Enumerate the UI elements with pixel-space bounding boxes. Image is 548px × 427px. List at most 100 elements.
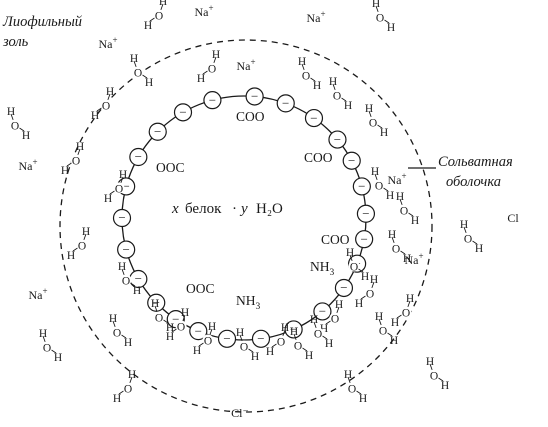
oxygen-atom: O <box>208 64 216 76</box>
hydrogen-atom: H <box>375 311 383 323</box>
sodium-ion: Na+ <box>194 3 213 19</box>
oxygen-bg <box>206 62 218 74</box>
hydrogen-atom: H <box>130 53 138 65</box>
shell-caption-line2: оболочка <box>446 174 501 190</box>
water-molecule: OHH <box>109 313 132 349</box>
oxygen-bg <box>275 335 287 347</box>
hydrogen-atom: H <box>325 338 333 350</box>
minus-sign: − <box>195 323 202 338</box>
water-molecule: OHH <box>329 76 352 112</box>
oxygen-atom: O <box>400 206 408 218</box>
oxygen-bg <box>462 232 474 244</box>
water-molecule: OHH <box>391 293 414 329</box>
hydrogen-atom: H <box>208 321 216 333</box>
oxygen-atom: O <box>43 343 51 355</box>
hydrogen-atom: H <box>370 274 378 286</box>
hydrogen-atom: H <box>236 327 244 339</box>
negative-charge-circle <box>313 302 332 321</box>
minus-sign: − <box>179 105 186 120</box>
oxygen-atom: O <box>240 342 248 354</box>
hydrogen-atom: H <box>310 314 318 326</box>
hydrogen-atom: H <box>359 393 367 405</box>
oxygen-atom: O <box>277 337 285 349</box>
group-coo-lower-right: COO <box>321 232 350 247</box>
minus-sign: − <box>358 179 365 194</box>
hydrogen-atom: H <box>266 346 274 358</box>
water-molecule: OHH <box>166 307 189 343</box>
sodium-ion: Na+ <box>28 286 47 302</box>
oxygen-atom: O <box>314 329 322 341</box>
oxygen-bg <box>331 89 343 101</box>
oxygen-bg <box>377 324 389 336</box>
water-molecule: OHH <box>113 369 136 405</box>
oxygen-atom: O <box>350 262 358 274</box>
negative-charge-circle <box>112 208 132 228</box>
oxygen-atom: O <box>11 121 19 133</box>
water-molecule: OHH <box>290 326 313 362</box>
water-molecule: OHH <box>236 327 259 363</box>
oxygen-atom: O <box>369 118 377 130</box>
hydrogen-atom: H <box>361 271 369 283</box>
hydrogen-atom: H <box>390 335 398 347</box>
oxygen-atom: O <box>204 336 212 348</box>
oxygen-bg <box>364 287 376 299</box>
minus-sign: − <box>362 206 369 221</box>
hydrogen-atom: H <box>298 56 306 68</box>
negative-charge-circle <box>147 293 166 312</box>
sodium-label: Na+ <box>236 57 255 73</box>
oxygen-atom: O <box>366 289 374 301</box>
sodium-label: Na+ <box>18 157 37 173</box>
chloride-ion: Cl⁻ <box>231 406 249 420</box>
sodium-label: Na+ <box>404 251 423 267</box>
oxygen-bg <box>329 312 341 324</box>
hydrogen-atom: H <box>365 103 373 115</box>
hydrogen-atom: H <box>193 345 201 357</box>
oxygen-atom: O <box>348 384 356 396</box>
minus-sign: − <box>122 242 129 257</box>
hydrogen-atom: H <box>391 317 399 329</box>
hydrogen-atom: H <box>460 219 468 231</box>
minus-sign: − <box>334 132 341 147</box>
core-dot: · <box>232 201 237 217</box>
sodium-ion: Na+ <box>98 35 117 51</box>
group-nh3-right: NH3 <box>310 259 335 278</box>
oxygen-bg <box>346 382 358 394</box>
hydrogen-atom: H <box>22 130 30 142</box>
hydrogen-atom: H <box>39 328 47 340</box>
negative-charge-circle <box>129 147 148 167</box>
sodium-ion: Na+ <box>306 9 325 25</box>
water-molecule: OHH <box>61 141 84 177</box>
core-water: H₂O <box>256 201 283 217</box>
oxygen-bg <box>202 334 214 346</box>
hydrogen-atom: H <box>386 190 394 202</box>
sodium-ion: Na+ <box>387 171 406 187</box>
hydrogen-atom: H <box>290 326 298 338</box>
oxygen-bg <box>398 204 410 216</box>
oxygen-bg <box>348 260 360 272</box>
negative-charge-circle <box>352 177 371 196</box>
oxygen-bg <box>120 274 132 286</box>
hydrogen-atom: H <box>67 250 75 262</box>
oxygen-bg <box>292 339 304 351</box>
oxygen-bg <box>76 239 88 251</box>
group-coo-top: COO <box>236 109 265 124</box>
water-molecule: OHH <box>193 321 216 357</box>
hydrogen-atom: H <box>82 226 90 238</box>
hydrogen-atom: H <box>371 166 379 178</box>
hydrogen-atom: H <box>91 110 99 122</box>
oxygen-atom: O <box>376 13 384 25</box>
negative-charge-circle <box>276 94 295 113</box>
water-molecule: OHH <box>310 314 333 350</box>
oxygen-bg <box>312 327 324 339</box>
oxygen-atom: O <box>113 328 121 340</box>
minus-sign: − <box>135 149 142 164</box>
hydrogen-atom: H <box>305 350 313 362</box>
hydrogen-atom: H <box>403 253 411 265</box>
negative-charge-circle <box>217 329 237 348</box>
negative-charge-circle <box>355 230 374 249</box>
water-molecule: OHH <box>151 298 174 334</box>
minus-sign: − <box>340 280 347 295</box>
oxygen-atom: O <box>402 308 410 320</box>
hydrogen-atom: H <box>104 193 112 205</box>
